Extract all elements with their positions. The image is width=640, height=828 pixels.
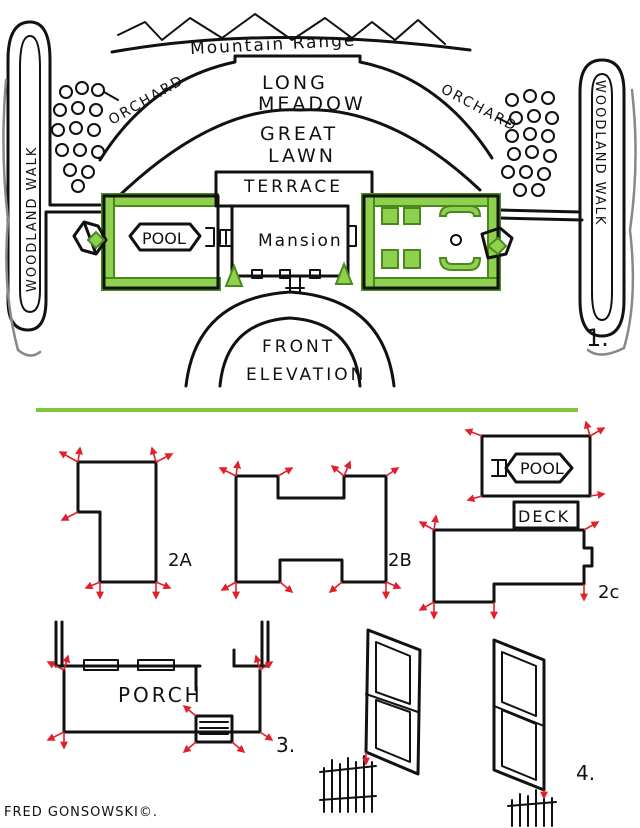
deck-2c: [512, 500, 580, 530]
front-elevation-inner: [218, 316, 362, 388]
pool-top-shape: [128, 222, 202, 252]
woodland-walk-right-label: WOODLAND WALK: [592, 80, 607, 226]
great-lawn-label-2: LAWN: [268, 145, 336, 167]
mountains: [117, 13, 446, 45]
woodland-walk-left-inner: [19, 35, 41, 313]
front-elevation-label-2: ELEVATION: [246, 365, 366, 385]
arrows-3: [46, 654, 274, 754]
woodland-walk-right-loop: [498, 58, 626, 338]
long-meadow-label-1: LONG: [262, 72, 328, 94]
terrace-label: TERRACE: [243, 177, 343, 197]
shape-2b: [234, 474, 388, 584]
mansion-tree-right: [334, 261, 354, 285]
window-4-left: [364, 628, 422, 776]
mansion-side-left: [219, 229, 233, 247]
great-lawn-arc: [118, 108, 482, 197]
section-divider: [36, 408, 578, 412]
figure-2a-label: 2A: [168, 550, 192, 571]
mansion-label: Mansion: [258, 231, 343, 251]
arrows-2b: [218, 460, 402, 600]
porch-house-walls: [54, 620, 270, 692]
orchard-left-trees: [51, 81, 105, 193]
woodland-walk-right-inner: [591, 73, 613, 321]
orchard-right-arrow: [497, 117, 511, 125]
woodland-walk-left-loop: [6, 20, 102, 332]
orchard-right-trees: [501, 89, 559, 197]
fence-left: [319, 755, 377, 813]
figure-2b-label: 2B: [388, 550, 412, 571]
arrows-2a: [58, 446, 174, 600]
signature: FRED GONSOWSKI©.: [4, 805, 158, 820]
front-elevation-outer: [184, 290, 396, 388]
window-4-right: [492, 638, 546, 792]
figure-4-label: 4.: [576, 761, 595, 785]
pool-2c-steps: [491, 459, 507, 477]
porch-label: PORCH: [118, 683, 203, 707]
mansion-front-porch: [251, 269, 321, 293]
right-pavilion: [480, 226, 514, 260]
fence-right: [507, 789, 557, 827]
mansion-tree-left: [224, 263, 244, 287]
figure-3-label: 3.: [276, 733, 295, 757]
great-lawn-label-1: GREAT: [260, 123, 338, 145]
pool-top-label: POOL: [142, 229, 186, 248]
woodland-walk-left-label: WOODLAND WALK: [25, 146, 40, 292]
long-meadow-outline: [98, 54, 494, 162]
right-pavilion-roof: [486, 236, 508, 256]
figure-2c-label: 2c: [598, 582, 619, 603]
deck-label: DECK: [518, 507, 570, 526]
woodland-left-shrub: [2, 78, 42, 357]
porch-step-lines: [199, 721, 229, 735]
mansion-side-right: [347, 225, 357, 247]
left-pavilion-roof: [86, 230, 106, 250]
porch-outline: [62, 668, 262, 734]
pool-2c-label: POOL: [520, 459, 564, 478]
figure-1-label: 1.: [586, 324, 609, 352]
front-elevation-label-1: FRONT: [262, 337, 335, 357]
mountain-range-arc: [110, 35, 472, 54]
arrows-2c: [418, 420, 606, 620]
right-garden: [361, 193, 501, 291]
shape-2c: [432, 528, 594, 604]
woodland-right-shrub: [586, 88, 637, 356]
shape-2a: [76, 460, 158, 584]
pool-steps: [205, 227, 227, 247]
orchard-left-arrow: [103, 91, 119, 101]
porch-windows: [83, 659, 175, 671]
